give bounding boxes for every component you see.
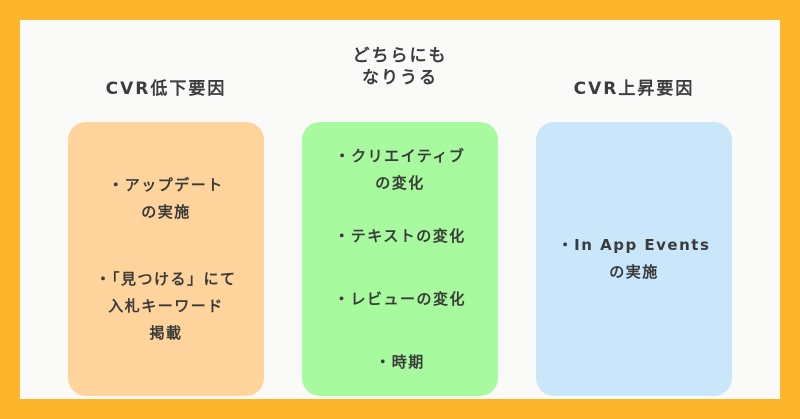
card-cvr-increase: ・In App Events の実施	[536, 122, 732, 396]
list-item: ・In App Events の実施	[557, 236, 711, 281]
list-item: ・テキストの変化	[334, 226, 466, 245]
list-item: ・クリエイティブ の変化	[334, 146, 466, 192]
column-title-cvr-decrease: CVR低下要因	[105, 79, 227, 99]
card-cvr-decrease: ・アップデート の実施 ・「見つける」にて 入札キーワード 掲載	[68, 122, 264, 396]
list-item: ・「見つける」にて 入札キーワード 掲載	[95, 269, 237, 342]
column-title-cvr-increase: CVR上昇要因	[573, 79, 695, 99]
list-item: ・レビューの変化	[333, 289, 466, 308]
card-either: ・クリエイティブ の変化 ・テキストの変化 ・レビューの変化 ・時期	[302, 122, 498, 396]
list-item: ・アップデート の実施	[108, 175, 224, 221]
column-title-either: どちらにも なりうる	[352, 46, 448, 88]
list-item: ・時期	[375, 352, 425, 371]
